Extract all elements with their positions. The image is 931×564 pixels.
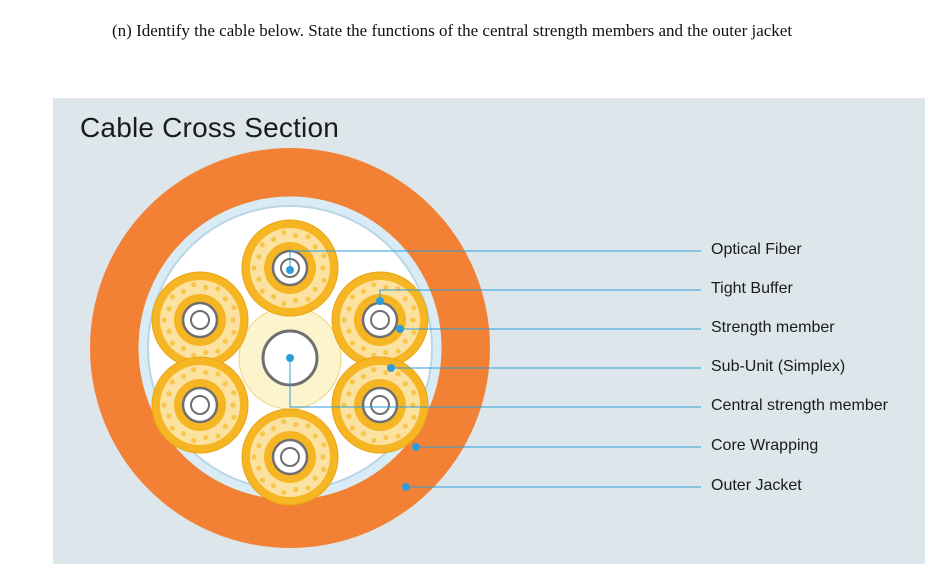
leader-central-strength-member	[289, 362, 701, 408]
label-optical-fiber: Optical Fiber	[711, 241, 802, 258]
leader-tight-buffer	[376, 289, 701, 305]
leader-optical-fiber	[286, 250, 701, 274]
label-outer-jacket: Outer Jacket	[711, 477, 802, 494]
diagram-title: Cable Cross Section	[80, 112, 340, 143]
label-strength-member: Strength member	[711, 319, 835, 336]
cable-cross-section-drawing	[90, 148, 701, 548]
cable-diagram-panel: Cable Cross Section Optical Fiber Tight …	[53, 98, 925, 564]
label-sub-unit: Sub-Unit (Simplex)	[711, 358, 846, 375]
sub-unit-simplex	[331, 356, 429, 454]
sub-unit-simplex	[331, 271, 429, 369]
question-text: (n) Identify the cable below. State the …	[112, 21, 793, 40]
sub-unit-simplex	[241, 408, 339, 506]
leader-outer-jacket	[402, 483, 701, 491]
leader-core-wrapping	[412, 443, 701, 451]
sub-unit-simplex	[151, 356, 249, 454]
sub-unit-simplex	[151, 271, 249, 369]
label-central-strength-member: Central strength member	[711, 397, 888, 414]
leader-strength-member	[396, 325, 701, 333]
leader-sub-unit	[387, 364, 701, 372]
label-core-wrapping: Core Wrapping	[711, 437, 819, 454]
central-strength-member-dot	[286, 354, 294, 362]
label-tight-buffer: Tight Buffer	[711, 280, 793, 297]
